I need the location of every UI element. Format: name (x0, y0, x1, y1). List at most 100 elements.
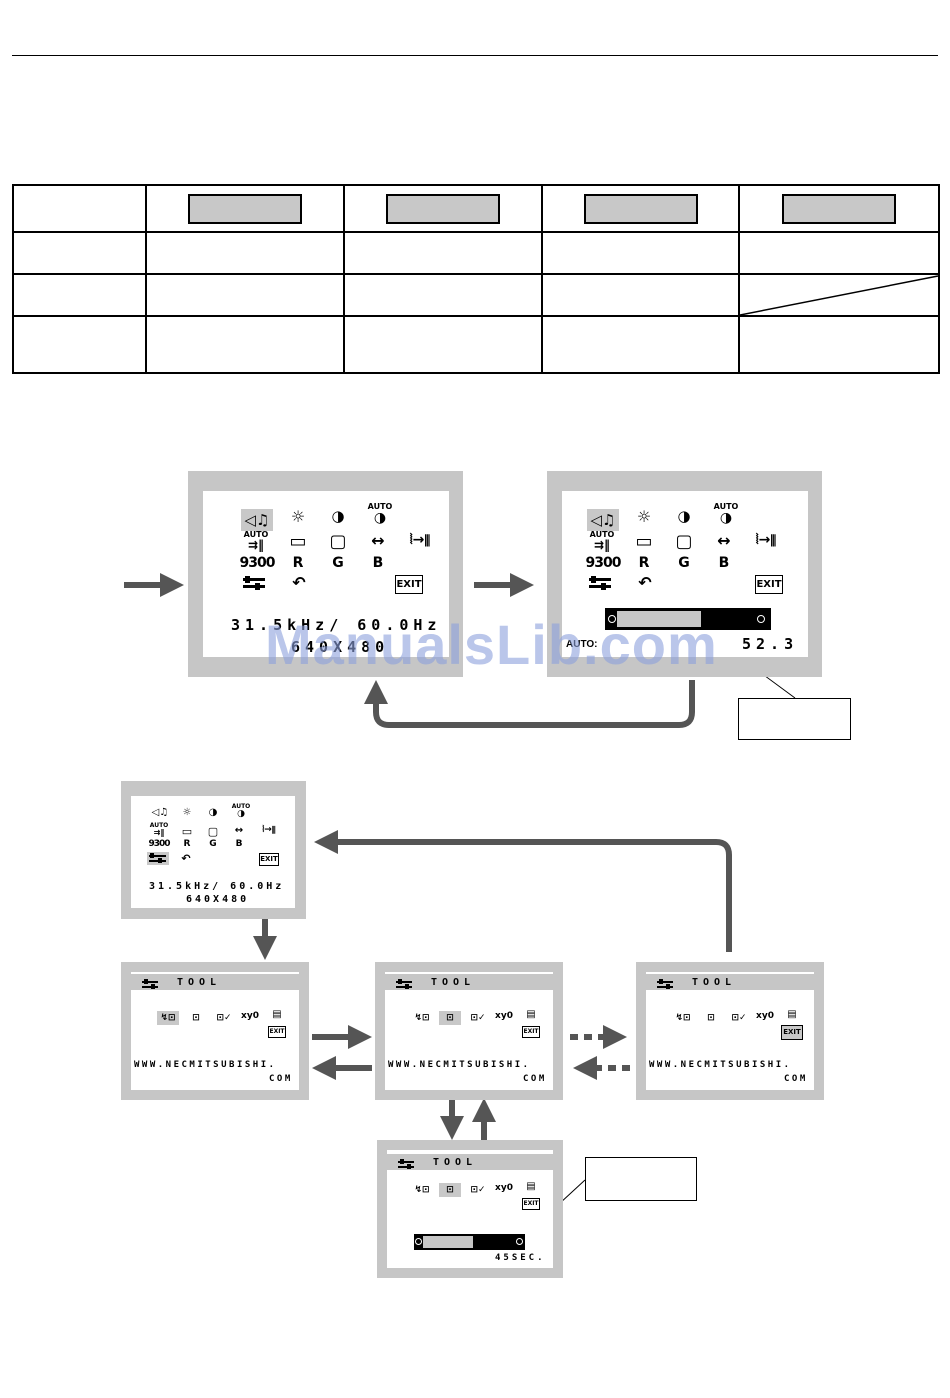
tool-title: TOOL (692, 977, 737, 988)
color-9300-icon: 9300 (148, 839, 170, 849)
osd-main-panel: ◁♫ ☼ ◑ AUTO◑ AUTO⇉‖ ▭ ▢ ↔ ⦚→⦀ 9300 R G B… (188, 471, 463, 677)
table-cell (541, 315, 740, 374)
auto-adjust-icon: AUTO⇉‖ (243, 530, 269, 552)
osd-position-icon: ⊡ (192, 1013, 200, 1023)
exit-icon: EXIT (755, 575, 783, 594)
language-icon: ↯⊡ (414, 1185, 430, 1195)
exit-icon: EXIT (522, 1026, 540, 1038)
osd-lock-icon: ⊡✓ (216, 1013, 232, 1023)
table-cell (145, 231, 345, 275)
information-icon: ▤ (526, 1181, 536, 1192)
url-line-1: WWW.NECMITSUBISHI. (134, 1060, 277, 1070)
key-button-3 (583, 193, 698, 224)
auto-adjust-icon: AUTO⇉‖ (149, 822, 169, 837)
tool-header (646, 974, 814, 990)
callout-box-lower (585, 1157, 697, 1201)
bar-plus-icon (757, 615, 765, 623)
frequency-readout: 31.5kHz/ 60.0Hz (231, 616, 442, 634)
table-cell (738, 315, 940, 374)
xy-icon: xy0 (495, 1011, 513, 1021)
table-cell (145, 273, 345, 317)
table-key-4 (738, 184, 940, 233)
contrast-icon: ◑ (331, 507, 345, 525)
osd-position-icon: ⊡ (439, 1183, 461, 1197)
adjust-bar (605, 608, 771, 630)
table-key-2 (343, 184, 543, 233)
tool-menu-panel-3: TOOL ↯⊡ ⊡ ⊡✓ xy0 ▤ EXIT WWW.NECMITSUBISH… (636, 962, 824, 1100)
tool-icon (141, 977, 161, 989)
fine-icon: ⦚→⦀ (262, 825, 276, 835)
left-right-icon: ▭ (289, 531, 307, 552)
contrast-icon: ◑ (208, 807, 218, 818)
volume-icon: ◁♫ (241, 509, 273, 531)
blue-icon: B (372, 555, 384, 571)
osd-adjust-screen: ◁♫ ☼ ◑ AUTO◑ AUTO⇉‖ ▭ ▢ ↔ ⦚→⦀ 9300 R G B… (562, 491, 808, 657)
tool-menu-panel-2: TOOL ↯⊡ ⊡ ⊡✓ xy0 ▤ EXIT WWW.NECMITSUBISH… (375, 962, 563, 1100)
left-right-icon: ▭ (635, 531, 653, 552)
volume-icon: ◁♫ (151, 807, 169, 818)
timer-bar-fill (423, 1236, 473, 1248)
information-icon: ▤ (272, 1009, 282, 1020)
green-icon: G (332, 555, 344, 571)
callout-box-upper (738, 698, 851, 740)
tool-icon (147, 852, 169, 865)
tool-icon (656, 977, 676, 989)
tool-menu-screen-3: TOOL ↯⊡ ⊡ ⊡✓ xy0 ▤ EXIT WWW.NECMITSUBISH… (646, 972, 814, 1090)
url-line-1: WWW.NECMITSUBISHI. (649, 1060, 792, 1070)
osd-lock-icon: ⊡✓ (731, 1013, 747, 1023)
h-size-icon: ↔ (717, 531, 731, 550)
auto-contrast-icon: AUTO◑ (367, 502, 393, 526)
down-up-icon: ▢ (207, 825, 219, 838)
diagonal-slash (740, 275, 939, 316)
left-right-icon: ▭ (181, 825, 193, 838)
language-icon: ↯⊡ (675, 1013, 691, 1023)
tool-header (387, 1154, 553, 1170)
table-cell (343, 231, 543, 275)
table-cell (343, 273, 543, 317)
osd-adjust-panel: ◁♫ ☼ ◑ AUTO◑ AUTO⇉‖ ▭ ▢ ↔ ⦚→⦀ 9300 R G B… (547, 471, 822, 677)
blue-icon: B (718, 555, 730, 571)
resolution-readout: 640X480 (291, 638, 390, 656)
exit-icon: EXIT (259, 853, 279, 866)
table-cell (541, 273, 740, 317)
header-rule (12, 55, 938, 56)
key-button-1 (188, 193, 302, 224)
bar-minus-icon (415, 1238, 422, 1245)
table-cell (541, 231, 740, 275)
exit-icon: EXIT (268, 1026, 286, 1038)
language-icon: ↯⊡ (157, 1011, 179, 1025)
osd-lock-icon: ⊡✓ (470, 1185, 486, 1195)
table-key-1 (145, 184, 345, 233)
table-key-3 (541, 184, 740, 233)
down-up-icon: ▢ (675, 531, 693, 552)
url-line-2: COM (523, 1074, 547, 1084)
exit-icon: EXIT (781, 1025, 803, 1040)
tool-menu-panel-1: TOOL ↯⊡ ⊡ ⊡✓ xy0 ▤ EXIT WWW.NECMITSUBISH… (121, 962, 309, 1100)
tool-title: TOOL (177, 977, 222, 988)
exit-icon: EXIT (522, 1198, 540, 1210)
h-size-icon: ↔ (234, 825, 244, 836)
url-line-2: COM (269, 1074, 293, 1084)
exit-icon: EXIT (395, 575, 423, 594)
information-icon: ▤ (526, 1009, 536, 1020)
osd-small-panel: ◁♫ ☼ ◑ AUTO◑ AUTO⇉‖ ▭ ▢ ↔ ⦚→⦀ 9300 R G B… (121, 781, 306, 919)
tool-icon (241, 575, 269, 593)
fine-icon: ⦚→⦀ (755, 532, 777, 548)
xy-icon: xy0 (756, 1011, 774, 1021)
control-key-table (12, 184, 940, 374)
timer-bar (414, 1234, 525, 1250)
tool-header (131, 974, 299, 990)
url-line-1: WWW.NECMITSUBISHI. (388, 1060, 531, 1070)
osd-small-screen: ◁♫ ☼ ◑ AUTO◑ AUTO⇉‖ ▭ ▢ ↔ ⦚→⦀ 9300 R G B… (131, 796, 295, 908)
xy-icon: xy0 (495, 1183, 513, 1193)
blue-icon: B (235, 839, 243, 849)
table-cell (738, 231, 940, 275)
color-9300-icon: 9300 (585, 555, 622, 571)
tool-icon (395, 977, 415, 989)
fine-icon: ⦚→⦀ (409, 532, 431, 548)
h-size-icon: ↔ (371, 531, 385, 550)
red-icon: R (183, 839, 191, 849)
timer-value: 45SEC. (495, 1253, 546, 1263)
table-cell (12, 273, 147, 317)
